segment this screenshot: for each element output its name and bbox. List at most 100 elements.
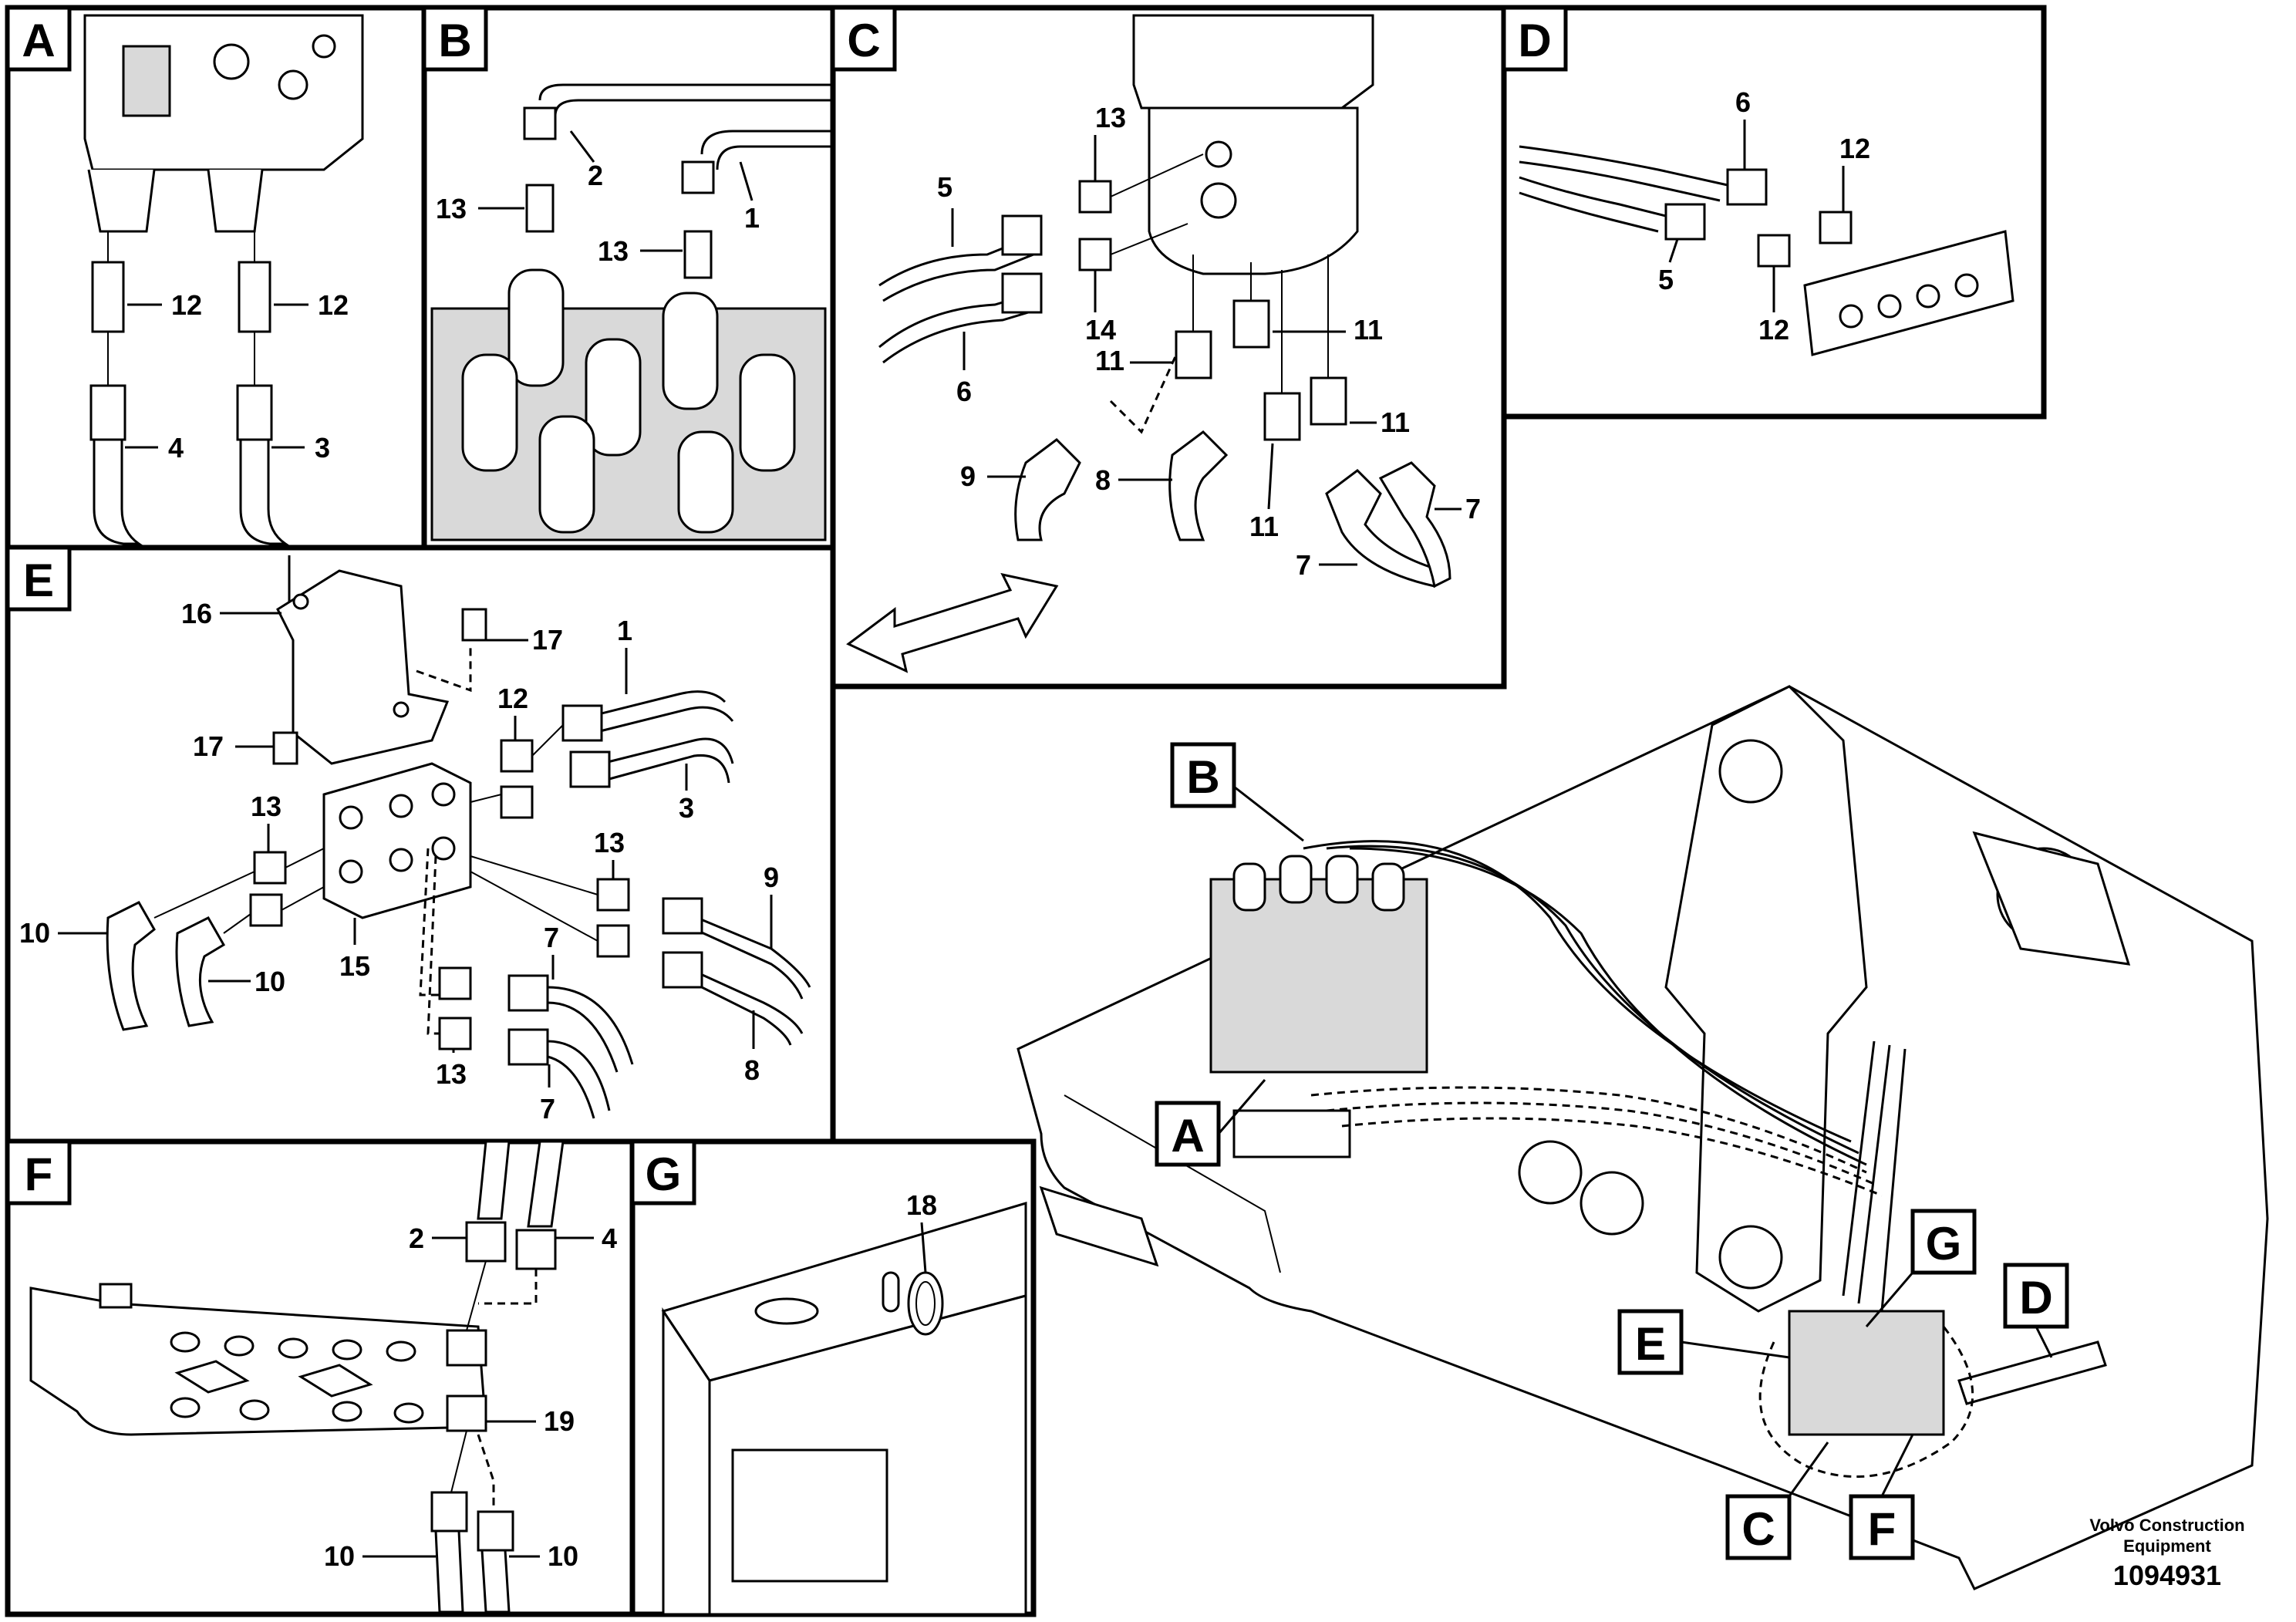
panel-e: 16 17 1 12 17 13 3 13 9 7 10 10 15 8 13 …: [5, 545, 836, 1145]
hose-3: [601, 737, 734, 765]
callout-13: 13: [251, 791, 282, 822]
hose-1: [585, 690, 727, 719]
solenoid: [507, 268, 565, 387]
solenoid: [461, 353, 518, 472]
adapter-13: [596, 924, 630, 958]
hose-end-3: [569, 750, 611, 788]
callout-12: 12: [1839, 133, 1870, 164]
callout-13: 13: [436, 193, 467, 224]
fitting-12: [238, 261, 271, 333]
hose-end-6: [1726, 168, 1768, 206]
hose-2: [538, 83, 833, 101]
callout-16: 16: [181, 598, 212, 629]
callout-13: 13: [1095, 102, 1126, 133]
overview-tag-g-box: [1910, 1209, 1977, 1275]
callout-8: 8: [744, 1054, 760, 1086]
hose-3: [239, 438, 289, 545]
callout-12: 12: [1758, 314, 1789, 346]
overview-tag-e: E: [1635, 1318, 1666, 1370]
hose-10: [106, 901, 156, 1031]
overview-tag-f: F: [1868, 1503, 1896, 1555]
manifold-block-15: [322, 762, 472, 919]
adapter-12: [500, 785, 534, 819]
callout-1: 1: [617, 615, 632, 646]
pilot-valve-head: [1132, 14, 1374, 110]
adapter-12: [1819, 211, 1853, 244]
overview-tag-a-box: [1155, 1101, 1221, 1167]
callout-8: 8: [1095, 464, 1111, 496]
hose-6: [1519, 145, 1728, 187]
panel-b: 2 1 13 13 B: [421, 5, 836, 551]
panel-a-tag: A: [22, 15, 55, 66]
callout-7: 7: [1465, 493, 1481, 524]
hose-end-1: [561, 704, 603, 742]
elbow-11: [1263, 392, 1301, 441]
adapter-13: [596, 878, 630, 912]
adapter-12: [500, 739, 534, 773]
panel-g: 18 G: [629, 1138, 1037, 1617]
panel-a: 12 12 4 3 A: [5, 5, 427, 551]
panel-f-tag-box: [5, 1139, 72, 1206]
hose-2: [477, 1140, 511, 1220]
main-control-valve: [1209, 878, 1428, 1074]
bolt-17: [272, 731, 298, 765]
overview-tag-g: G: [1926, 1218, 1962, 1270]
hose-7: [547, 986, 634, 1065]
boom-mount: [1664, 685, 1868, 1313]
panel-c-tag: C: [847, 15, 880, 66]
hose-end-9: [662, 897, 703, 935]
bulkhead-19: [446, 1394, 487, 1432]
hose-end-7: [507, 1028, 549, 1066]
adapter-13: [683, 230, 713, 279]
overview-tag-d: D: [2019, 1272, 2052, 1324]
hose-6: [878, 292, 1034, 349]
overview-tag-e-box: [1617, 1309, 1684, 1375]
hose-end-3: [236, 384, 273, 441]
elbow-fitting: [681, 160, 715, 194]
callout-19: 19: [544, 1405, 575, 1437]
callout-13: 13: [436, 1058, 467, 1090]
callout-2: 2: [409, 1222, 424, 1254]
panel-e-tag-box: [5, 545, 72, 612]
solenoid: [538, 415, 595, 534]
callout-3: 3: [315, 432, 330, 464]
panel-g-tag: G: [646, 1148, 682, 1200]
hose-end-10: [430, 1491, 468, 1533]
callout-11: 11: [1095, 345, 1124, 376]
hose-5: [878, 238, 1027, 287]
overview-tag-a: A: [1171, 1110, 1204, 1162]
overview-tag-f-box: [1849, 1494, 1915, 1560]
valve-port: [213, 43, 250, 80]
callout-6: 6: [956, 376, 972, 407]
pilot-valve-group: [1788, 1310, 1945, 1436]
panel-d-tag: D: [1518, 15, 1551, 66]
panel-e-tag: E: [23, 555, 54, 606]
access-step: [1039, 1185, 1159, 1267]
adapter-12: [1757, 234, 1791, 268]
panel-c-tag-box: [831, 5, 897, 72]
callout-7: 7: [1296, 549, 1311, 581]
hose-9: [1014, 438, 1081, 541]
callout-11: 11: [1249, 511, 1279, 542]
callout-13: 13: [594, 827, 625, 858]
callout-4: 4: [602, 1222, 617, 1254]
callout-7: 7: [544, 922, 559, 953]
hose-4: [527, 1140, 565, 1228]
adapter-14: [1078, 238, 1112, 271]
view-direction-arrow-icon: [846, 572, 1059, 673]
callout-10: 10: [255, 966, 285, 997]
panel-b-tag-box: [422, 5, 488, 72]
hose-10: [175, 916, 226, 1027]
elbow-11: [1310, 376, 1347, 426]
hose-end-10: [477, 1510, 514, 1552]
hose-8: [1168, 430, 1229, 541]
valve-label-plate: [122, 45, 171, 117]
overview-tag-b: B: [1186, 751, 1219, 803]
solenoid: [585, 338, 642, 457]
callout-9: 9: [960, 460, 976, 492]
callout-11: 11: [1381, 406, 1410, 438]
elbow-11: [1232, 299, 1270, 349]
valve-port: [312, 34, 336, 59]
access-panel: [731, 1448, 888, 1583]
callout-3: 3: [679, 792, 694, 824]
